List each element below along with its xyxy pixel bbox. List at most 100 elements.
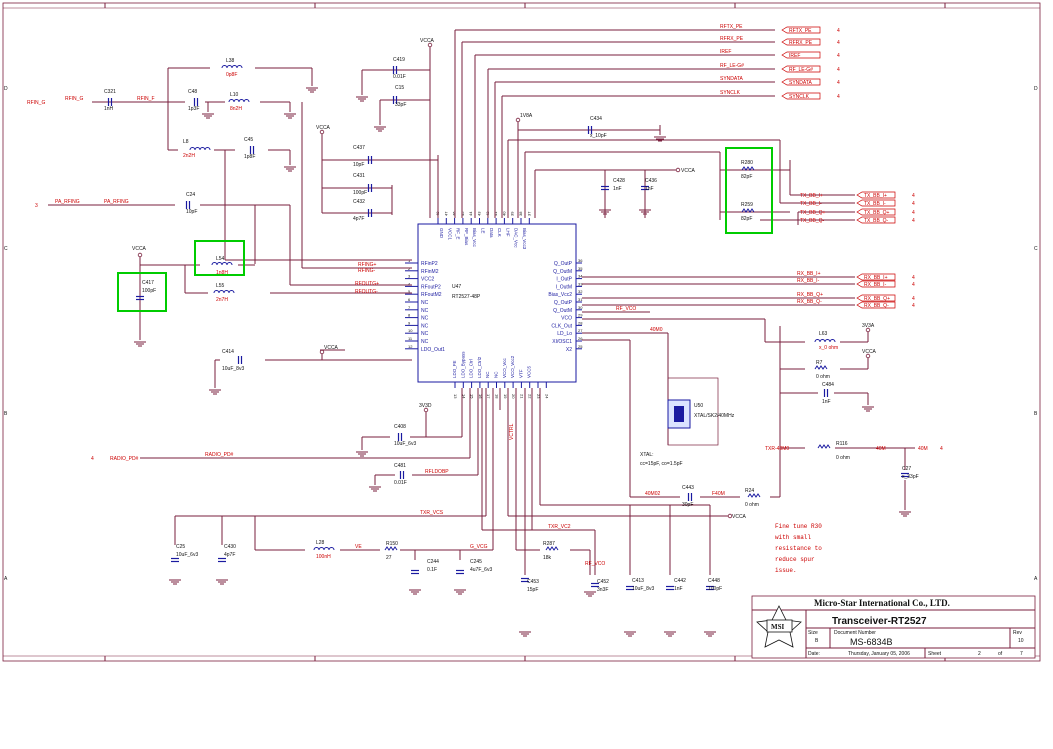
ic-pin-right-name: VCO (561, 316, 572, 322)
offpage-connector-icon[interactable] (781, 65, 821, 73)
v3d-label: 3V3D (419, 403, 432, 409)
offpage-connector-icon[interactable] (781, 92, 821, 100)
rf-input-network: RFIN_G RFIN_G RFIN_F 3 PA_RFING PA_RFING (27, 67, 412, 340)
offpage-connector-icon[interactable] (781, 26, 821, 34)
offpage-connector-label: IREF (789, 53, 800, 59)
offpage-connector-icon[interactable] (856, 208, 896, 216)
row-letter-b: B (4, 411, 8, 417)
part-value: 30pF (682, 502, 693, 508)
offpage-sheet-number: 4 (837, 80, 840, 86)
offpage-connector-icon[interactable] (856, 191, 896, 199)
offpage-connector-icon[interactable] (781, 78, 821, 86)
net-ve: VE (355, 544, 362, 550)
part-value: 1p3F (188, 106, 199, 112)
ic-pin-left-name: NC (421, 300, 429, 306)
offpage-connector-icon[interactable] (856, 216, 896, 224)
net-rfrc: RF_VCO (585, 561, 605, 567)
part-value: 2n2H (183, 153, 195, 159)
ic-body[interactable] (417, 223, 577, 383)
part-ref: C414 (222, 349, 234, 355)
ic-pin-bottom-number: 17 (486, 394, 491, 399)
ic-u47[interactable]: U47 RT2527-48P RFinP21RFinM22VCC23RFoutP… (405, 211, 583, 399)
offpage-connector-icon[interactable] (856, 301, 896, 309)
part-ref: U50 (694, 403, 703, 409)
ic-pin-top-number: 47 (443, 211, 448, 216)
part-value: 0 ohm (745, 502, 759, 508)
power-pin-icon (865, 353, 871, 359)
offpage-sheet-number: 4 (912, 218, 915, 224)
net-pa-rfing-left: PA_RFING (55, 199, 80, 205)
offpage-connector-icon[interactable] (856, 280, 896, 288)
part-value: XTAL/SK2/40MHz (694, 413, 735, 419)
offpage-sheet-number: 4 (837, 67, 840, 73)
ic-pin-top-name: DAC_Vcc (514, 228, 519, 248)
part-ref: C452 (597, 579, 609, 585)
offpage-connector-label: TX_BB_Q- (864, 218, 889, 224)
ic-pin-right-name: X2 (566, 347, 572, 353)
part-ref: C244 (427, 559, 439, 565)
ic-pin-left-number: 6 (408, 297, 411, 302)
ic-pin-top-name: CLK (497, 228, 502, 237)
part-ref: C481 (394, 463, 406, 469)
ic-pin-bottom-name: NC (494, 371, 499, 378)
ic-bottom-pins: 13LDO_FE14LDO_Bypass15LDO_Ctrl16LDO_Ctrl… (452, 351, 549, 399)
power-pin-icon (675, 167, 681, 173)
ic-pin-right-number: 28 (578, 320, 583, 325)
offpage-connector-icon[interactable] (856, 273, 896, 281)
offpage-connector-icon[interactable] (856, 294, 896, 302)
ic-pin-bottom-number: 24 (544, 394, 549, 399)
row-letter-d: D (4, 86, 8, 92)
offpage-connector-icon[interactable] (781, 38, 821, 46)
resistor-r7[interactable]: R70 ohm (814, 360, 830, 380)
ic-pin-top-number: 46 (452, 211, 457, 216)
offpage-sheet-number: 4 (837, 40, 840, 46)
part-value: 1nF (645, 186, 654, 192)
offpage-connector-icon[interactable] (856, 199, 896, 207)
offpage-connector-icon[interactable] (781, 51, 821, 59)
part-ref: C419 (393, 57, 405, 63)
offpage-sheet-number: 4 (912, 296, 915, 302)
